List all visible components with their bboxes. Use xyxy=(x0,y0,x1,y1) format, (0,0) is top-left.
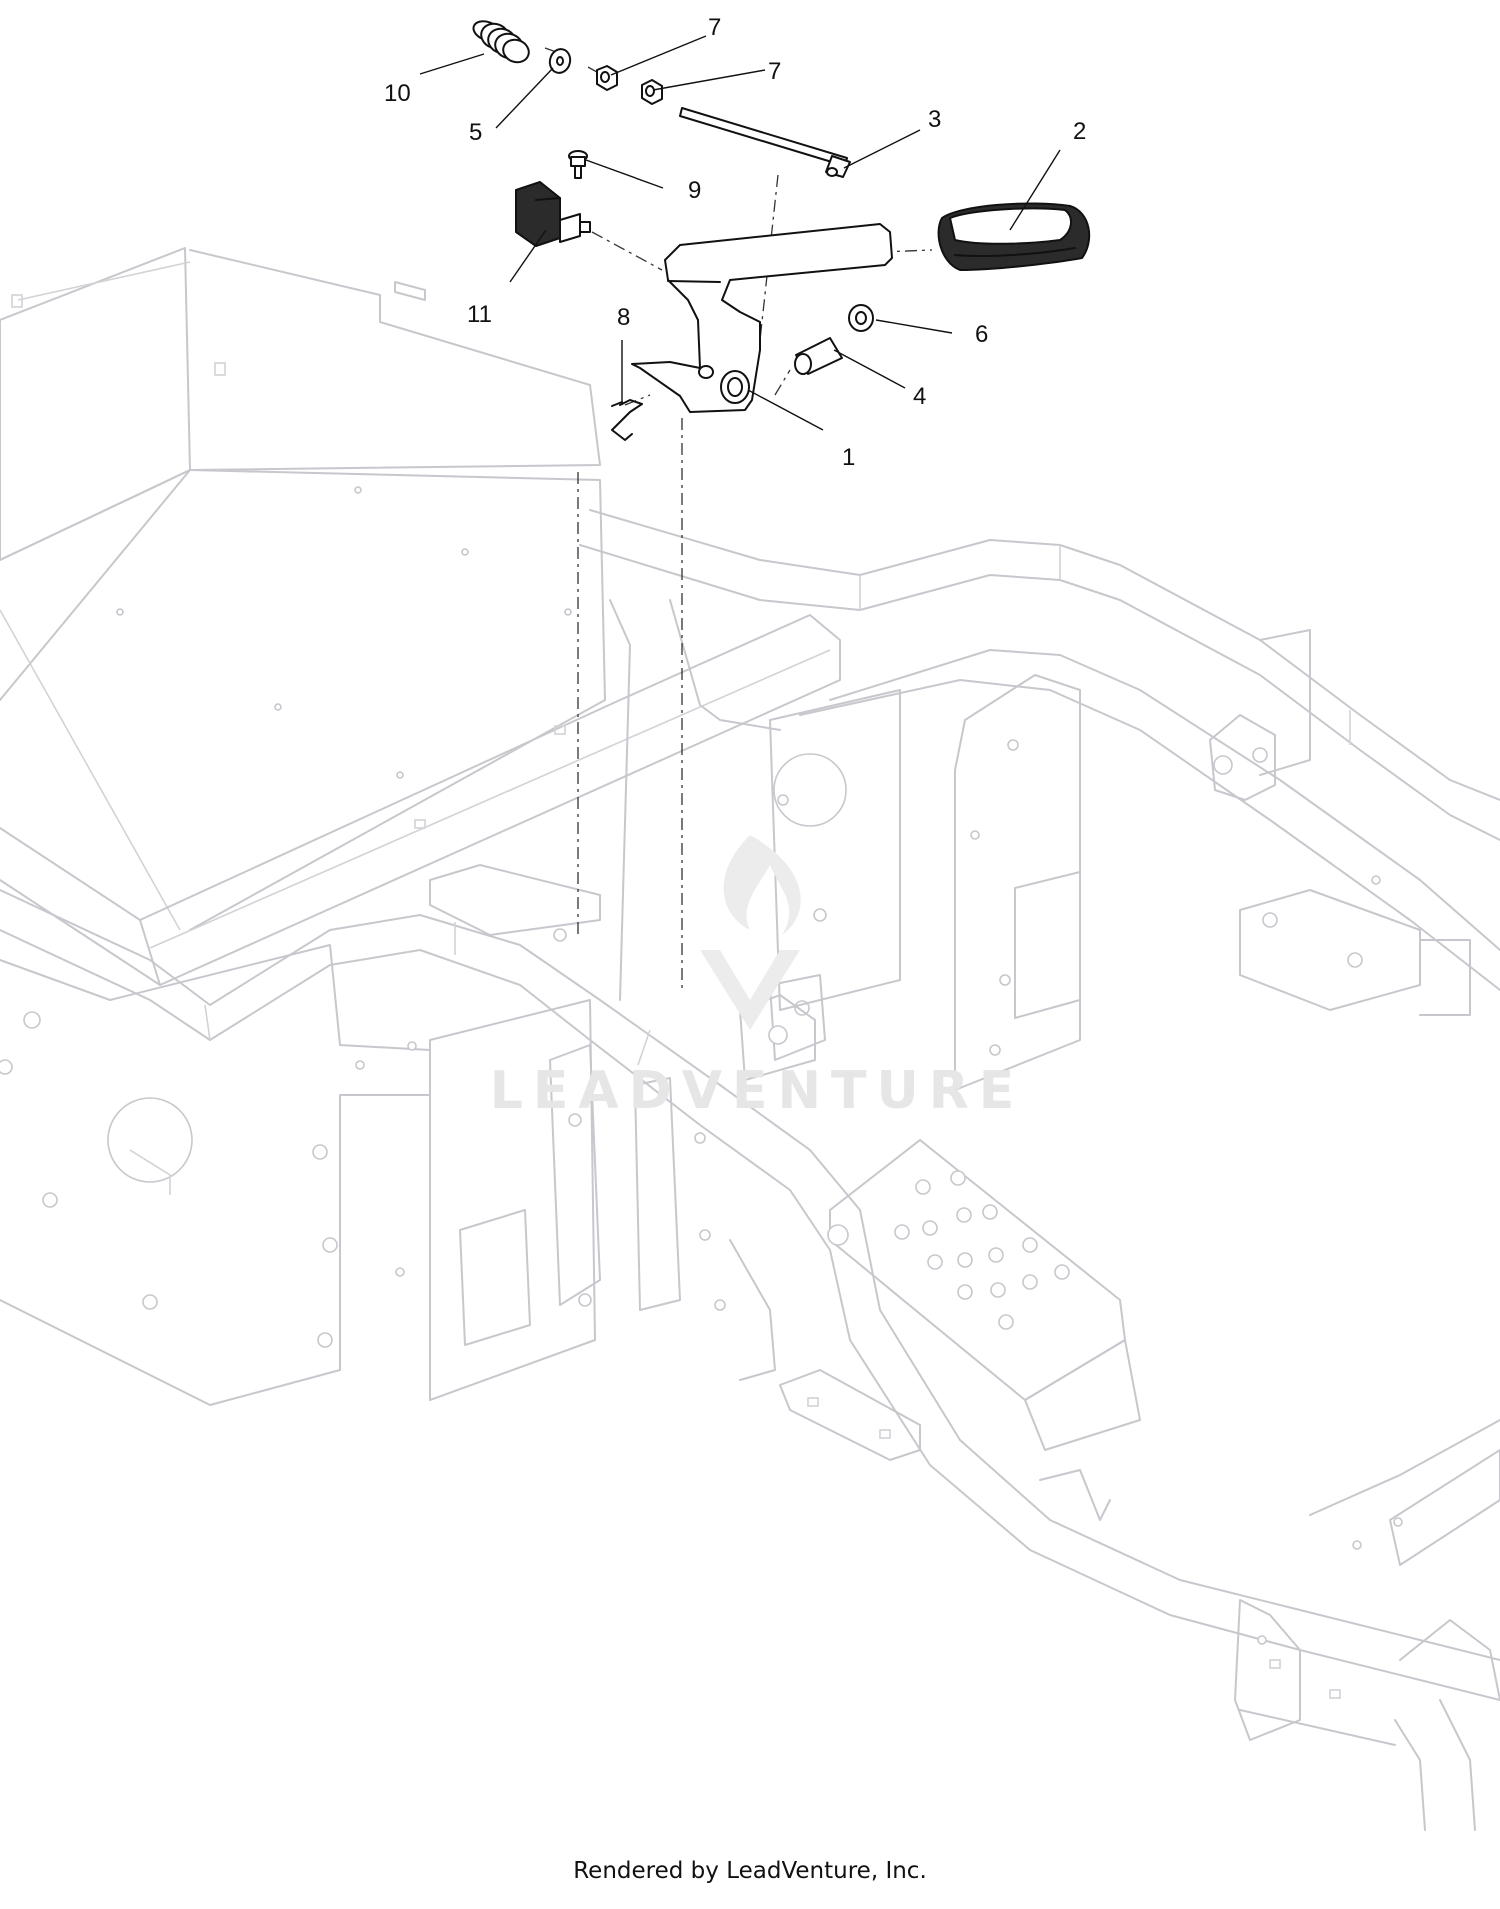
spacer-tube-part xyxy=(794,337,843,375)
callout-2: 2 xyxy=(1073,118,1086,145)
washer-part xyxy=(548,48,572,74)
callout-6: 6 xyxy=(975,321,988,348)
spring-part xyxy=(472,20,530,64)
callout-7a: 7 xyxy=(708,14,721,41)
mower-frame xyxy=(0,247,1500,1831)
brake-rod-part xyxy=(679,107,851,178)
callout-labels: 7 7 3 2 10 5 9 11 8 6 4 1 xyxy=(384,14,1086,471)
nut-part-upper xyxy=(596,65,618,91)
screw-part xyxy=(568,150,588,179)
callout-10: 10 xyxy=(384,80,411,107)
leadventure-watermark: LEADVENTURE xyxy=(490,835,1025,1121)
callout-4: 4 xyxy=(913,383,926,410)
callout-11: 11 xyxy=(467,301,492,328)
hairpin-clip-part xyxy=(611,399,643,441)
callout-9: 9 xyxy=(688,177,701,204)
footer-credit: Rendered by LeadVenture, Inc. xyxy=(573,1858,927,1884)
brake-pedal-arm-part xyxy=(631,223,893,413)
callout-5: 5 xyxy=(469,119,482,146)
callout-8: 8 xyxy=(617,304,630,331)
nut-part-lower xyxy=(641,79,663,105)
watermark-text: LEADVENTURE xyxy=(490,1061,1025,1121)
pedal-pad-part xyxy=(937,202,1091,271)
leader-lines xyxy=(419,35,1061,431)
switch-part xyxy=(515,181,591,247)
callout-1: 1 xyxy=(842,444,855,471)
callout-7b: 7 xyxy=(768,58,781,85)
callout-3: 3 xyxy=(928,106,941,133)
bushing-part xyxy=(848,304,874,332)
